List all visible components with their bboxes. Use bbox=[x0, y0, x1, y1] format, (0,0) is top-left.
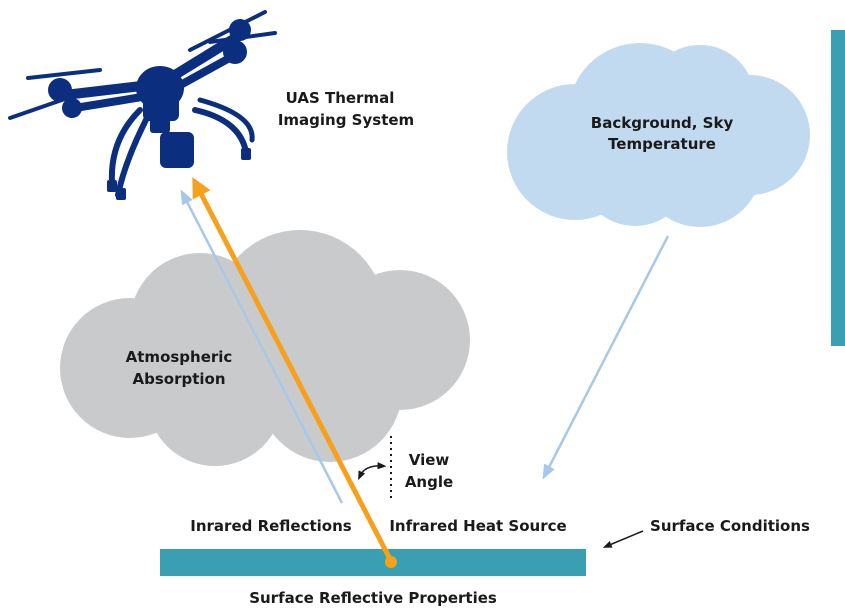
view-angle-label-line2: Angle bbox=[405, 473, 453, 491]
surface-conditions-pointer bbox=[602, 530, 644, 548]
thermal-path-arrow bbox=[192, 177, 394, 563]
background-sky-cloud bbox=[507, 43, 810, 227]
reflections-label: Inrared Reflections bbox=[190, 517, 352, 535]
atmo-label-line2: Absorption bbox=[132, 370, 225, 388]
uas-label-line2: Imaging System bbox=[278, 111, 414, 129]
reflection-to-sensor-arrow bbox=[180, 189, 344, 504]
atmo-label-line1: Atmospheric bbox=[126, 348, 233, 366]
surface-bar bbox=[160, 549, 586, 576]
heat-source-label: Infrared Heat Source bbox=[389, 517, 566, 535]
curved-double-arrow-icon bbox=[358, 462, 387, 481]
sky-label-line2: Temperature bbox=[608, 135, 716, 153]
sky-label-line1: Background, Sky bbox=[591, 114, 734, 132]
heat-source-dot bbox=[385, 556, 397, 568]
view-angle-label-line1: View bbox=[409, 451, 450, 469]
surface-properties-label: Surface Reflective Properties bbox=[249, 589, 497, 607]
drone-icon bbox=[8, 10, 277, 200]
surface-conditions-label: Surface Conditions bbox=[650, 517, 810, 535]
uas-label-line1: UAS Thermal bbox=[286, 89, 395, 107]
atmospheric-absorption-cloud bbox=[60, 230, 470, 466]
sky-to-surface-arrow bbox=[542, 235, 670, 480]
side-accent-bar bbox=[831, 30, 845, 346]
